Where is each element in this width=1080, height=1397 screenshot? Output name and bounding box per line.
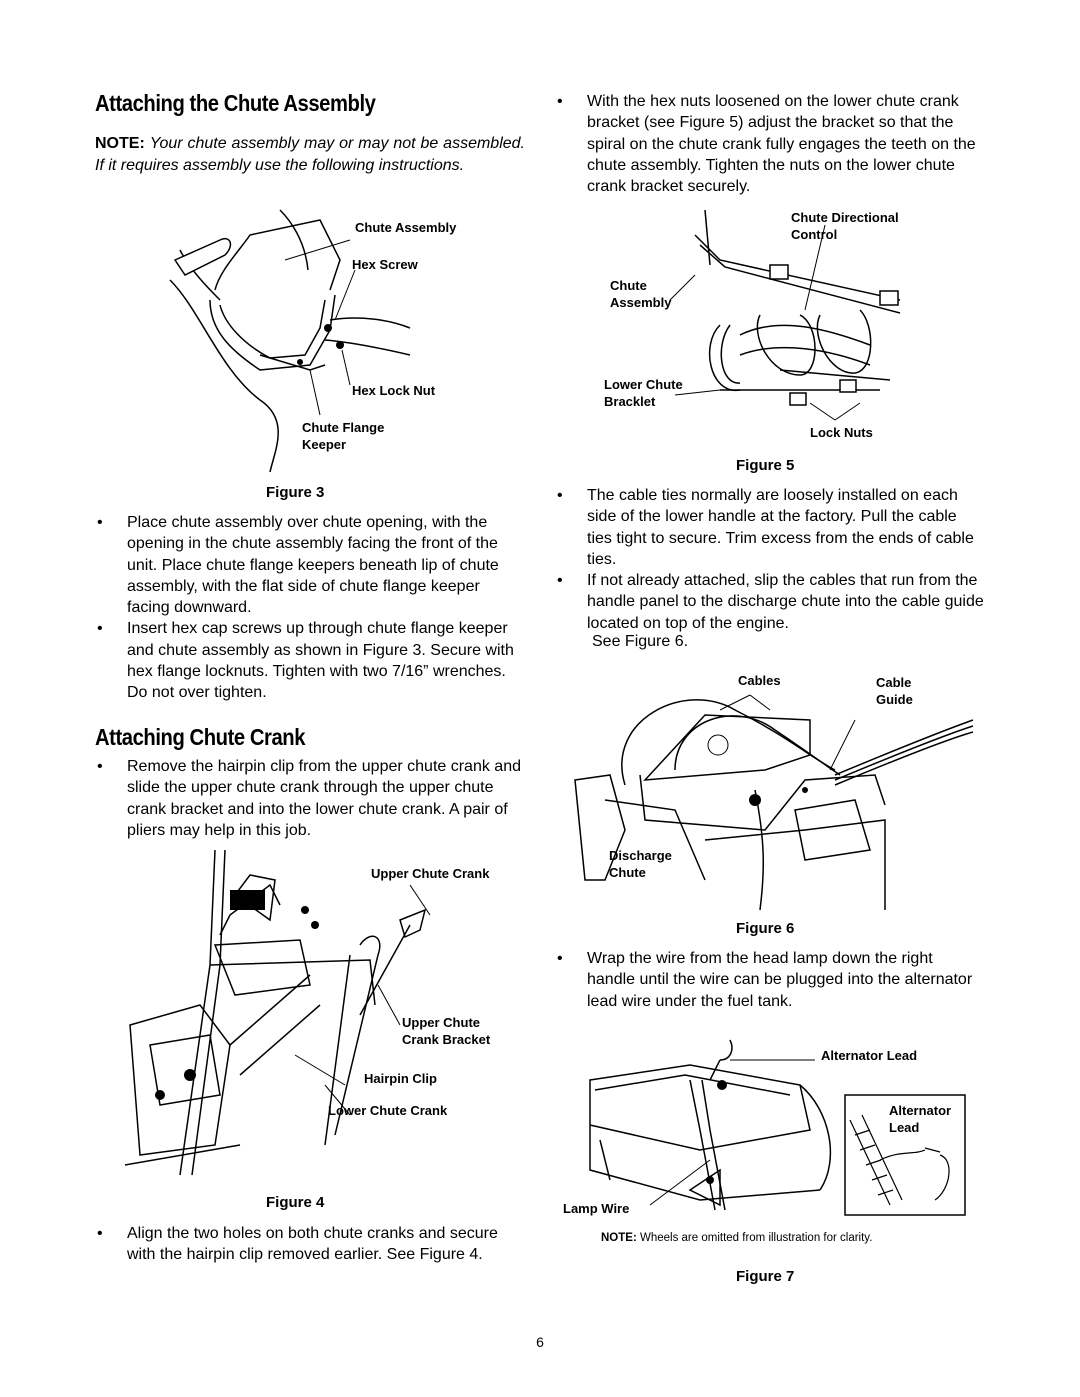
list-item: •Insert hex cap screws up through chute … (97, 620, 514, 702)
fig3-label-hex-screw: Hex Screw (352, 257, 418, 272)
fig4-label-upper-chute-crank-bracket: Upper Chute Crank Bracket (402, 1015, 491, 1047)
fig4-label-hairpin-clip: Hairpin Clip (364, 1071, 437, 1086)
figure-6-caption: Figure 6 (736, 920, 795, 937)
fig6-label-discharge-chute: Discharge Chute (609, 848, 672, 880)
note-text: Your chute assembly may or may not be as… (95, 135, 526, 174)
figure-6-illustration (574, 694, 974, 911)
fig6-label-cable-guide: Cable Guide (876, 675, 913, 707)
fig6-label-cables: Cables (738, 673, 781, 688)
figure-7-note-label: NOTE: (601, 1232, 637, 1244)
figure-3-caption: Figure 3 (266, 484, 325, 501)
figure-7-illustration (589, 1039, 966, 1216)
fig3-label-chute-flange-keeper: Chute Flange Keeper (302, 420, 385, 452)
bullet-list-chute-crank: •Remove the hairpin clip from the upper … (95, 756, 525, 841)
page-number: 6 (536, 1334, 544, 1350)
list-item: •The cable ties normally are loosely ins… (557, 487, 974, 568)
list-item: •If not already attached, slip the cable… (557, 572, 984, 632)
see-figure-6: See Figure 6. (592, 633, 689, 650)
bullet-list-align-holes: •Align the two holes on both chute crank… (95, 1223, 525, 1266)
fig7-label-lamp-wire: Lamp Wire (563, 1201, 630, 1216)
figure-5-illustration (669, 209, 901, 421)
figure-7-note-text: Wheels are omitted from illustration for… (639, 1232, 873, 1244)
figure-7-note: NOTE: Wheels are omitted from illustrati… (601, 1232, 872, 1244)
figure-3-illustration (169, 209, 411, 473)
list-item: •Wrap the wire from the head lamp down t… (557, 950, 973, 1010)
bullet-list-chute-assembly: •Place chute assembly over chute opening… (95, 512, 525, 704)
fig7-label-alternator-lead: Alternator Lead (821, 1048, 918, 1063)
heading-attaching-chute-assembly: Attaching the Chute Assembly (95, 90, 376, 116)
fig4-label-upper-chute-crank: Upper Chute Crank (371, 866, 490, 881)
fig3-label-hex-lock-nut: Hex Lock Nut (352, 383, 436, 398)
figure-4-caption: Figure 4 (266, 1194, 325, 1211)
figure-5-caption: Figure 5 (736, 457, 795, 474)
fig5-label-lock-nuts: Lock Nuts (810, 425, 873, 440)
note-chute-assembly: NOTE: Your chute assembly may or may not… (95, 133, 525, 177)
list-item: •Align the two holes on both chute crank… (97, 1225, 498, 1264)
fig5-label-chute-assembly: Chute Assembly (610, 278, 672, 310)
bullet-list-hex-nuts: •With the hex nuts loosened on the lower… (555, 91, 980, 197)
fig5-label-chute-directional-control: Chute Directional Control (791, 210, 899, 242)
bullet-list-cable-ties: •The cable ties normally are loosely ins… (555, 485, 985, 634)
list-item: •Place chute assembly over chute opening… (97, 514, 499, 617)
note-label: NOTE: (95, 135, 145, 152)
figure-4-illustration (124, 849, 431, 1176)
fig3-label-chute-assembly: Chute Assembly (355, 220, 457, 235)
list-item: •With the hex nuts loosened on the lower… (557, 93, 976, 196)
figure-7-caption: Figure 7 (736, 1268, 795, 1285)
fig4-label-lower-chute-crank: Lower Chute Crank (328, 1103, 448, 1118)
fig5-label-lower-chute-bracklet: Lower Chute Bracklet (604, 377, 683, 409)
bullet-list-head-lamp: •Wrap the wire from the head lamp down t… (555, 948, 985, 1012)
heading-attaching-chute-crank: Attaching Chute Crank (95, 724, 306, 750)
fig7-label-alternator-lead-inset: Alternator Lead (889, 1103, 952, 1135)
list-item: •Remove the hairpin clip from the upper … (97, 758, 521, 839)
